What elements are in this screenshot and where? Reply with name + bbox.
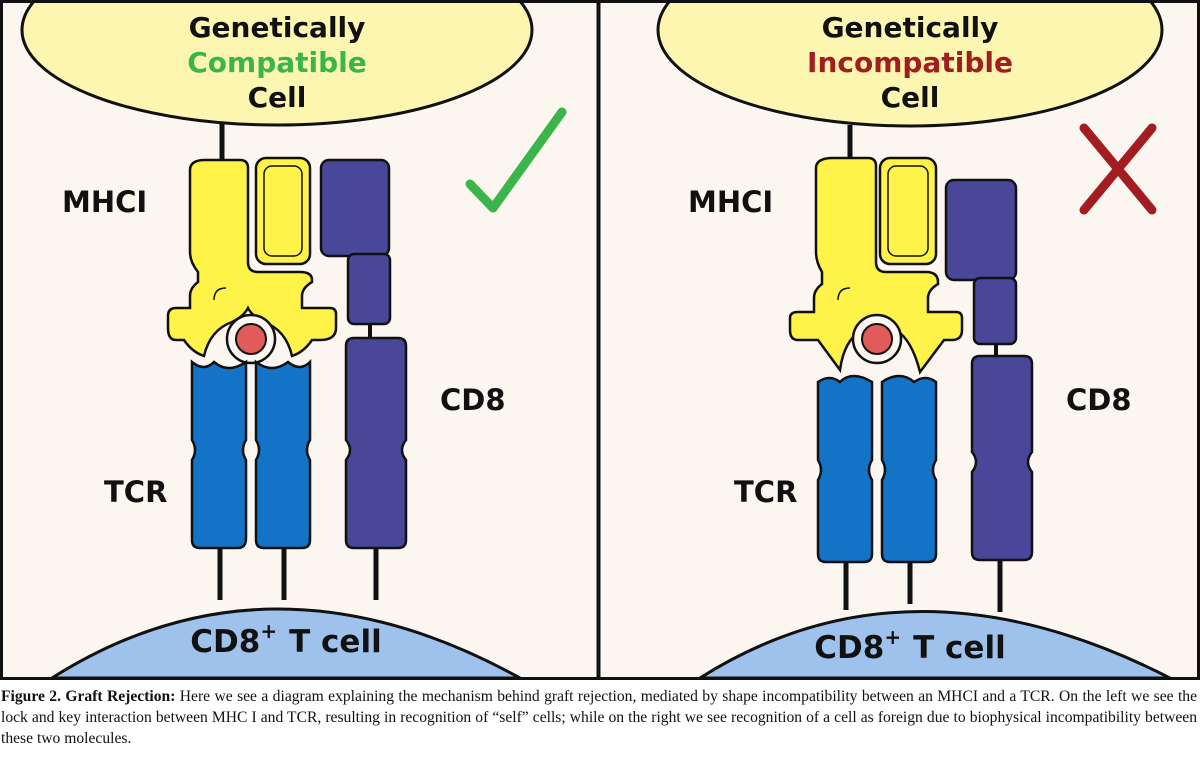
compatible-label: Compatible (187, 46, 367, 79)
right-cell-line3: Cell (881, 81, 940, 114)
incompatible-label: Incompatible (807, 46, 1013, 79)
cd8-t-cell-right (694, 610, 1171, 680)
tcr-receptor (190, 358, 312, 600)
caption-lead: Figure 2. Graft Rejection: (1, 688, 176, 705)
left-tcell-label: CD8+ T cell (190, 619, 381, 660)
mhc-i-molecule-incompatible (788, 156, 964, 375)
right-tcell-cd8: CD8 (814, 630, 884, 666)
caption-text: Here we see a diagram explaining the mec… (1, 688, 1197, 747)
mhc-i-molecule (166, 156, 338, 358)
cross-icon (1079, 123, 1157, 215)
left-mhc-label: MHCI (62, 185, 147, 219)
figure-caption: Figure 2. Graft Rejection: Here we see a… (1, 686, 1197, 749)
cd8-coreceptor-right (944, 178, 1034, 612)
right-cd8-label: CD8 (1066, 383, 1132, 417)
left-tcell-suffix: T cell (289, 624, 382, 660)
left-panel: Genetically Compatible Cell (2, 0, 596, 680)
right-tcr-label: TCR (734, 475, 797, 509)
left-cell-line3: Cell (248, 81, 307, 114)
right-tcell-suffix: T cell (913, 630, 1006, 666)
cd8-coreceptor (319, 158, 408, 600)
left-tcell-cd8: CD8 (190, 624, 260, 660)
incompatible-donor-cell (656, 0, 1164, 128)
right-mhc-label: MHCI (688, 185, 773, 219)
right-panel: Genetically Incompatible Cell (601, 0, 1198, 680)
cd8-t-cell (46, 607, 521, 680)
peptide-antigen (235, 323, 267, 355)
left-cd8-label: CD8 (440, 383, 506, 417)
right-cell-line1: Genetically (822, 11, 999, 44)
right-tcell-sup: + (884, 625, 901, 649)
right-tcell-label: CD8+ T cell (814, 625, 1005, 666)
left-tcr-label: TCR (104, 475, 167, 509)
check-icon (465, 107, 567, 213)
peptide-antigen-right (861, 323, 893, 355)
left-tcell-sup: + (260, 619, 277, 643)
left-cell-line1: Genetically (189, 11, 366, 44)
compatible-donor-cell (20, 0, 534, 127)
tcr-receptor-right (816, 374, 938, 610)
graft-rejection-figure: Genetically Compatible Cell (0, 0, 1200, 680)
